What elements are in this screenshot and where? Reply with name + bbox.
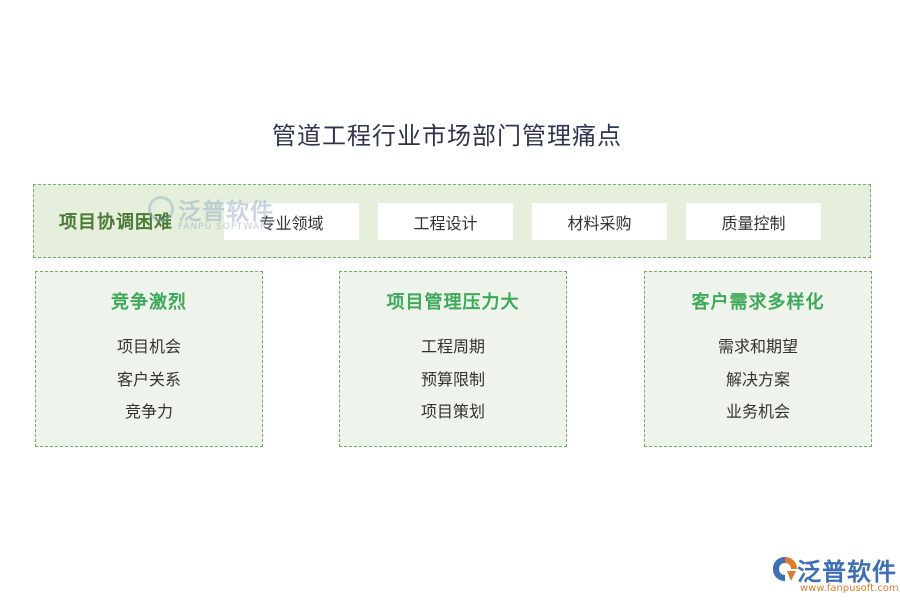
brand-mark-icon — [773, 557, 797, 581]
diagram-title: 管道工程行业市场部门管理痛点 — [272, 122, 622, 150]
panel-item: 项目策划 — [420, 402, 485, 421]
band-label: 项目协调困难 — [59, 212, 173, 233]
brand-logo: 泛普软件 www.fanpusoft.com — [770, 552, 899, 597]
brand-url: www.fanpusoft.com — [800, 583, 899, 594]
panel-title: 项目管理压力大 — [386, 292, 520, 313]
panel-item: 解决方案 — [725, 369, 790, 389]
chip-material-procurement: 材料采购 — [532, 203, 667, 240]
panel-item: 客户关系 — [116, 369, 181, 389]
panel-item: 业务机会 — [725, 402, 790, 421]
panel-project-management: 项目管理压力大 工程周期 预算限制 项目策划 — [339, 271, 567, 447]
panel-item: 项目机会 — [116, 337, 181, 356]
panel-item: 预算限制 — [420, 369, 485, 389]
chip-quality-control: 质量控制 — [686, 203, 821, 240]
panel-competition: 竞争激烈 项目机会 客户关系 竞争力 — [35, 271, 263, 447]
panel-title: 客户需求多样化 — [691, 292, 825, 313]
panel-item: 工程周期 — [420, 337, 485, 356]
panel-item: 竞争力 — [124, 402, 173, 421]
panel-item: 需求和期望 — [717, 337, 798, 356]
panel-customer-needs: 客户需求多样化 需求和期望 解决方案 业务机会 — [644, 271, 872, 447]
chip-engineering-design: 工程设计 — [378, 203, 513, 240]
panel-title: 竞争激烈 — [111, 292, 187, 313]
chip-professional-field: 专业领域 — [224, 203, 359, 240]
brand-name: 泛普软件 — [797, 558, 897, 586]
